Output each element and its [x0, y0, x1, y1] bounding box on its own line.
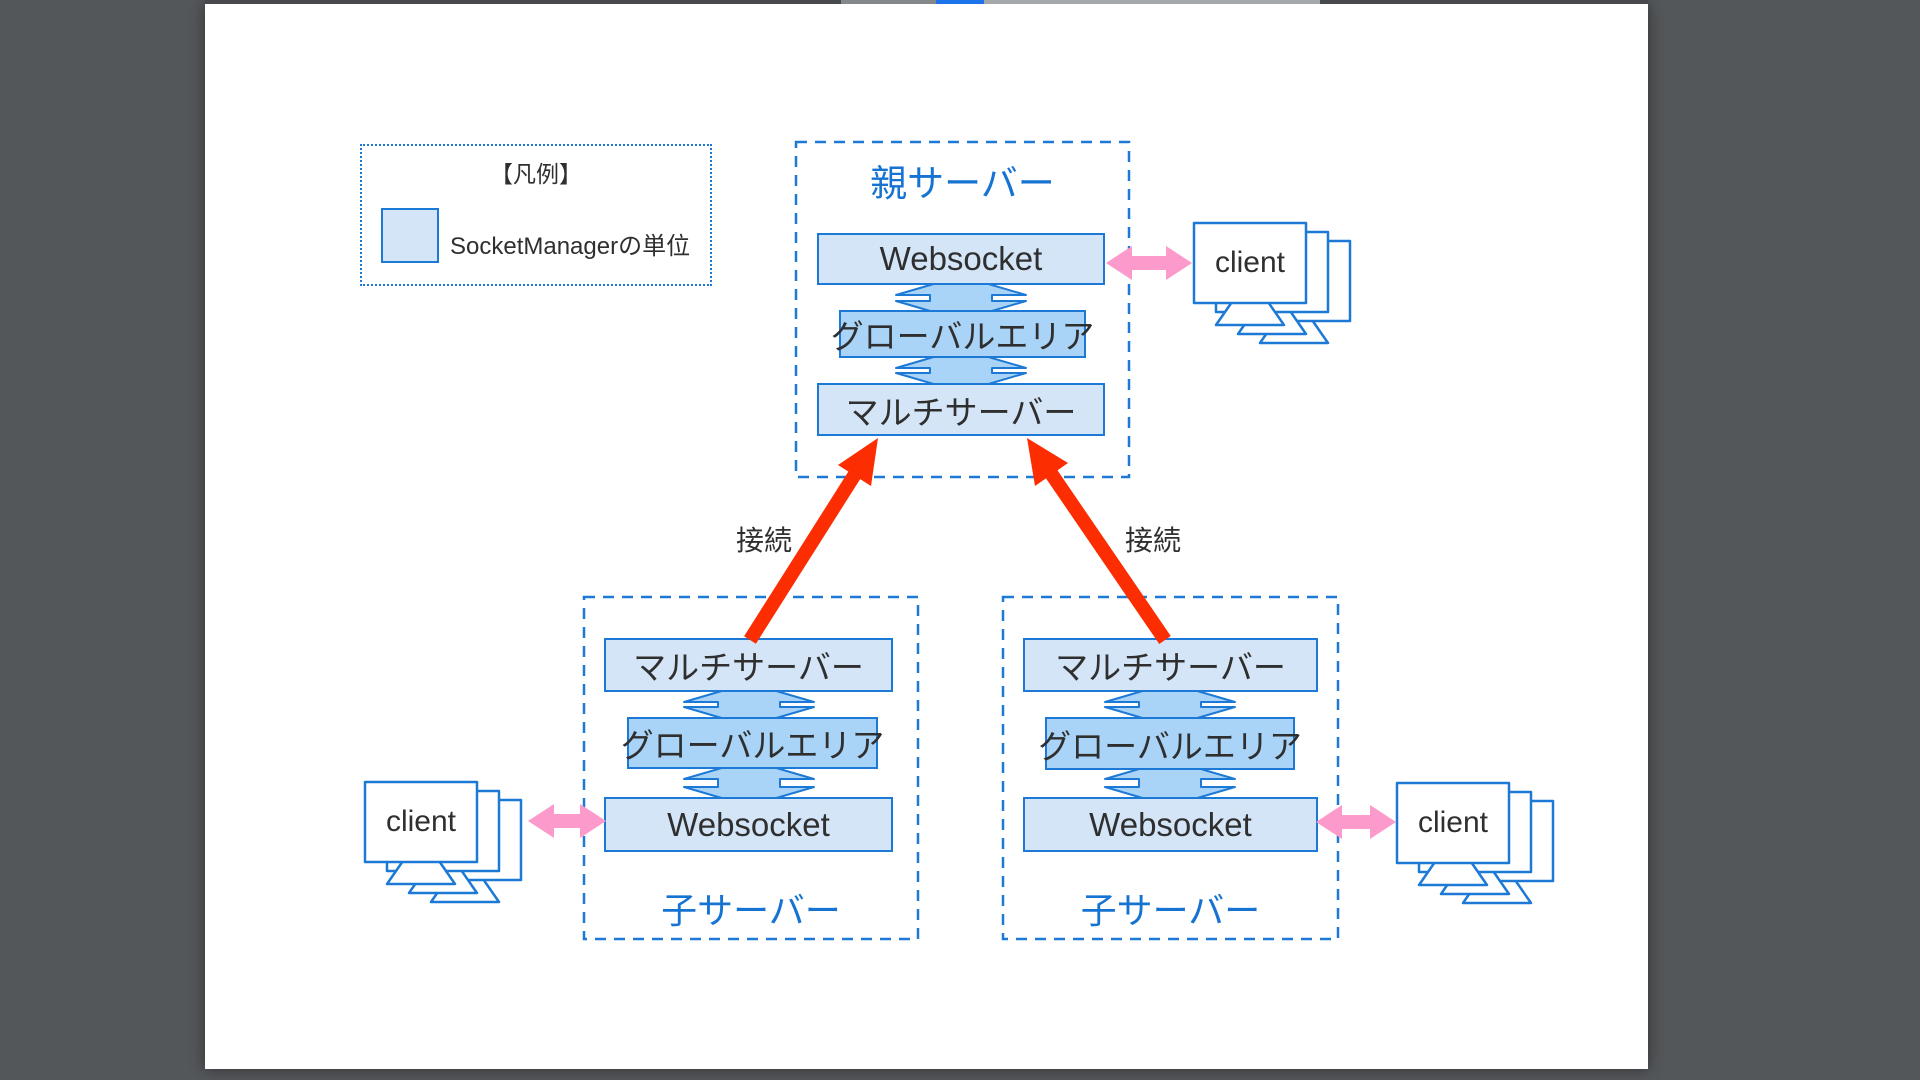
- parent-websocket-box: Websocket: [817, 233, 1105, 285]
- child-left-websocket-box: Websocket: [604, 797, 893, 852]
- legend-frame: [360, 144, 712, 286]
- child-right-websocket-box: Websocket: [1023, 797, 1318, 852]
- top-scrollbar-track: [205, 0, 1648, 4]
- legend-label: SocketManagerの単位: [450, 233, 691, 260]
- legend-title: 【凡例】: [490, 161, 582, 187]
- child-left-global-area-box: グローバルエリア: [621, 717, 884, 769]
- child-right-title: 子サーバー: [1080, 890, 1261, 931]
- top-scrollbar-thumb[interactable]: [936, 0, 984, 4]
- client-label-bottom-right: client: [1417, 806, 1489, 839]
- child-left-multi-server-box: マルチサーバー: [604, 638, 893, 692]
- client-label-bottom-left: client: [385, 805, 457, 838]
- top-scrollbar-shade: [841, 0, 936, 4]
- connect-label-right: 接続: [1124, 525, 1181, 556]
- parent-multi-server-box: マルチサーバー: [817, 383, 1105, 436]
- connect-label-left: 接続: [735, 525, 792, 556]
- child-right-global-area-box: グローバルエリア: [1038, 717, 1302, 770]
- legend-swatch: [381, 208, 439, 263]
- top-scrollbar-shade2: [984, 0, 1320, 4]
- client-label-top-right: client: [1214, 246, 1286, 279]
- parent-server-title: 親サーバー: [870, 163, 1055, 204]
- parent-global-area-box: グローバルエリア: [831, 310, 1094, 358]
- child-left-title: 子サーバー: [661, 890, 841, 931]
- child-right-multi-server-box: マルチサーバー: [1023, 638, 1318, 692]
